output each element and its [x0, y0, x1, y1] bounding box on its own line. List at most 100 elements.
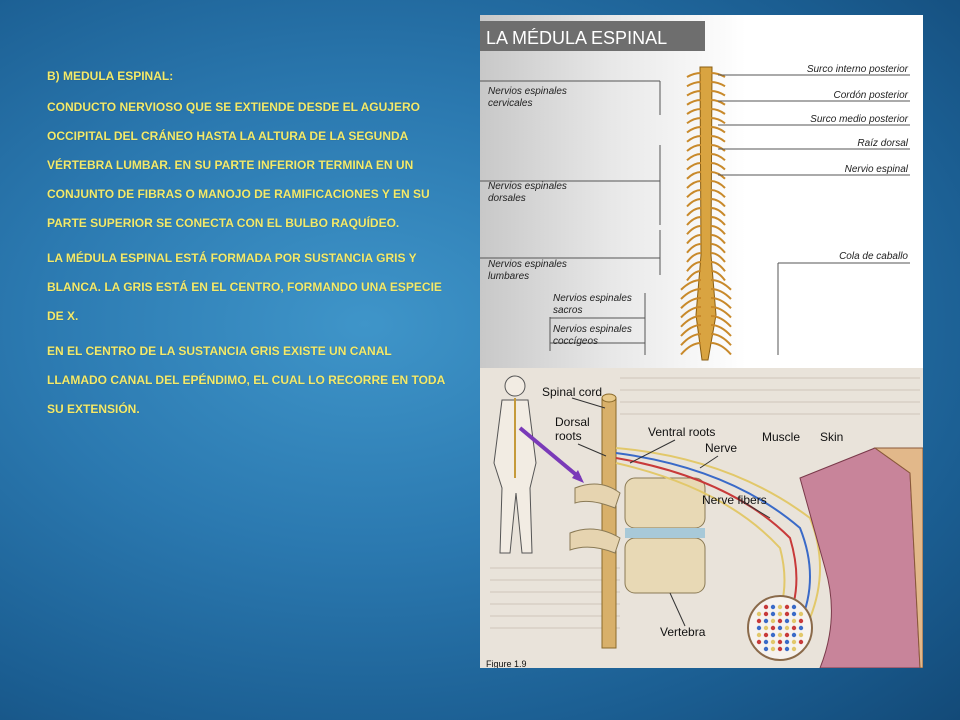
- label-coccigeos-1: Nervios espinales: [553, 324, 632, 335]
- nerve-branch: [680, 306, 702, 319]
- nerve-fiber-dot: [798, 639, 804, 645]
- nerve-branch: [710, 333, 732, 346]
- slide-heading: B) MEDULA ESPINAL:: [47, 69, 174, 83]
- nerve-fiber-dot: [791, 625, 797, 631]
- label-sacros-2: sacros: [553, 305, 582, 316]
- nerve-branch: [686, 234, 702, 245]
- nerve-diagram: Spinal cord Dorsal roots Ventral roots N…: [480, 368, 923, 668]
- nerve-branch: [710, 180, 726, 189]
- nerve-branch: [686, 225, 702, 235]
- nerve-branch: [686, 180, 702, 189]
- nerve-branch: [680, 297, 702, 309]
- nerve-fiber-dot: [777, 625, 783, 631]
- nerve-branch: [686, 243, 702, 254]
- nerve-branch: [710, 252, 726, 263]
- nerve-branch: [680, 333, 702, 346]
- nerve-fiber-dot: [770, 611, 776, 617]
- nerve-branch: [710, 216, 726, 226]
- nerve-fiber-dot: [791, 604, 797, 610]
- left-label-lines: [480, 80, 661, 355]
- label-surco-medio: Surco medio posterior: [810, 114, 908, 125]
- nerve-diagram-svg: Spinal cord Dorsal roots Ventral roots N…: [486, 375, 923, 668]
- paragraph-1: CONDUCTO NERVIOSO QUE SE EXTIENDE DESDE …: [47, 100, 430, 230]
- nerve-fiber-dot: [784, 611, 790, 617]
- nerve-branch: [686, 189, 702, 198]
- nerve-branch: [710, 81, 726, 88]
- nerve-branch: [686, 81, 702, 88]
- label-cordon-posterior: Cordón posterior: [834, 90, 909, 101]
- label-cervicales-1: Nervios espinales: [488, 86, 567, 97]
- nerve-fiber-dot: [763, 611, 769, 617]
- nerve-branch: [710, 153, 726, 162]
- nerve-cross-section-dots: [756, 604, 804, 652]
- nerve-fiber-dot: [784, 632, 790, 638]
- title-bar: [480, 21, 705, 51]
- nerve-branch: [686, 198, 702, 208]
- nerve-branch: [710, 207, 726, 217]
- nerve-fiber-dot: [756, 618, 762, 624]
- nerve-branch: [686, 99, 702, 106]
- nerve-branch: [686, 72, 702, 78]
- nerve-fiber-dot: [756, 632, 762, 638]
- nerve-branch: [686, 252, 702, 263]
- muscle-tissue: [799, 447, 921, 668]
- label-surco-interno: Surco interno posterior: [807, 64, 909, 75]
- label-raiz-dorsal: Raíz dorsal: [857, 138, 908, 149]
- nerve-branch: [710, 288, 732, 300]
- nerve-branch: [710, 279, 732, 291]
- nerve-fiber-dot: [784, 618, 790, 624]
- nerve-fiber-dot: [798, 625, 804, 631]
- nerve-fiber-dot: [756, 639, 762, 645]
- nerve-fiber-dot: [777, 646, 783, 652]
- label-cervicales-2: cervicales: [488, 98, 532, 109]
- nerve-branch: [710, 198, 726, 208]
- nerve-fiber-dot: [791, 618, 797, 624]
- label-nervio-espinal: Nervio espinal: [845, 164, 909, 175]
- nerve-branch: [710, 171, 726, 180]
- nerve-fiber-dot: [777, 618, 783, 624]
- nerve-fiber-dot: [770, 604, 776, 610]
- nerve-fiber-dot: [784, 639, 790, 645]
- nerve-fiber-dot: [770, 618, 776, 624]
- spinal-cord-diagram-svg: LA MÉDULA ESPINAL Nervios espinales cerv…: [480, 21, 910, 361]
- nerve-branch: [710, 144, 726, 152]
- right-label-lines: [718, 74, 910, 355]
- label-nerve: Nerve: [705, 441, 737, 455]
- nerve-branch: [710, 162, 726, 171]
- nerve-fiber-dot: [777, 611, 783, 617]
- nerve-branch: [710, 117, 726, 125]
- nerve-branch: [680, 342, 702, 356]
- figure-caption: Figure 1.9: [486, 659, 527, 668]
- label-dorsal-2: roots: [555, 429, 582, 443]
- nerve-fiber-dot: [770, 632, 776, 638]
- label-skin: Skin: [820, 430, 843, 444]
- nerve-fiber-dot: [777, 604, 783, 610]
- nerve-branch: [686, 171, 702, 180]
- background-text-lines: [490, 377, 920, 629]
- nerve-fiber-dot: [798, 611, 804, 617]
- nerve-fiber-dot: [756, 625, 762, 631]
- slide-text: B) MEDULA ESPINAL: CONDUCTO NERVIOSO QUE…: [47, 62, 447, 430]
- nerve-branch: [710, 225, 726, 235]
- nerve-branch: [686, 153, 702, 162]
- nerve-branch: [686, 108, 702, 115]
- paragraph-2: LA MÉDULA ESPINAL ESTÁ FORMADA POR SUSTA…: [47, 251, 442, 323]
- nerve-fiber-dot: [791, 646, 797, 652]
- nerve-branch: [710, 189, 726, 198]
- label-spinal-cord: Spinal cord: [542, 385, 602, 399]
- nerve-fiber-dot: [777, 639, 783, 645]
- nerve-fiber-dot: [770, 625, 776, 631]
- label-sacros-1: Nervios espinales: [553, 293, 632, 304]
- nerve-branch: [686, 126, 702, 134]
- label-nerve-fibers: Nerve fibers: [702, 493, 767, 507]
- label-cola-caballo: Cola de caballo: [839, 251, 908, 262]
- label-dorsal-1: Dorsal: [555, 415, 590, 429]
- nerve-branch: [686, 90, 702, 97]
- nerve-fiber-dot: [784, 625, 790, 631]
- nerve-branch: [686, 162, 702, 171]
- nerve-branch: [710, 342, 732, 356]
- nerve-fiber-dot: [763, 632, 769, 638]
- nerve-fiber-dot: [798, 618, 804, 624]
- label-vertebra: Vertebra: [660, 625, 706, 639]
- nerve-fiber-dot: [784, 604, 790, 610]
